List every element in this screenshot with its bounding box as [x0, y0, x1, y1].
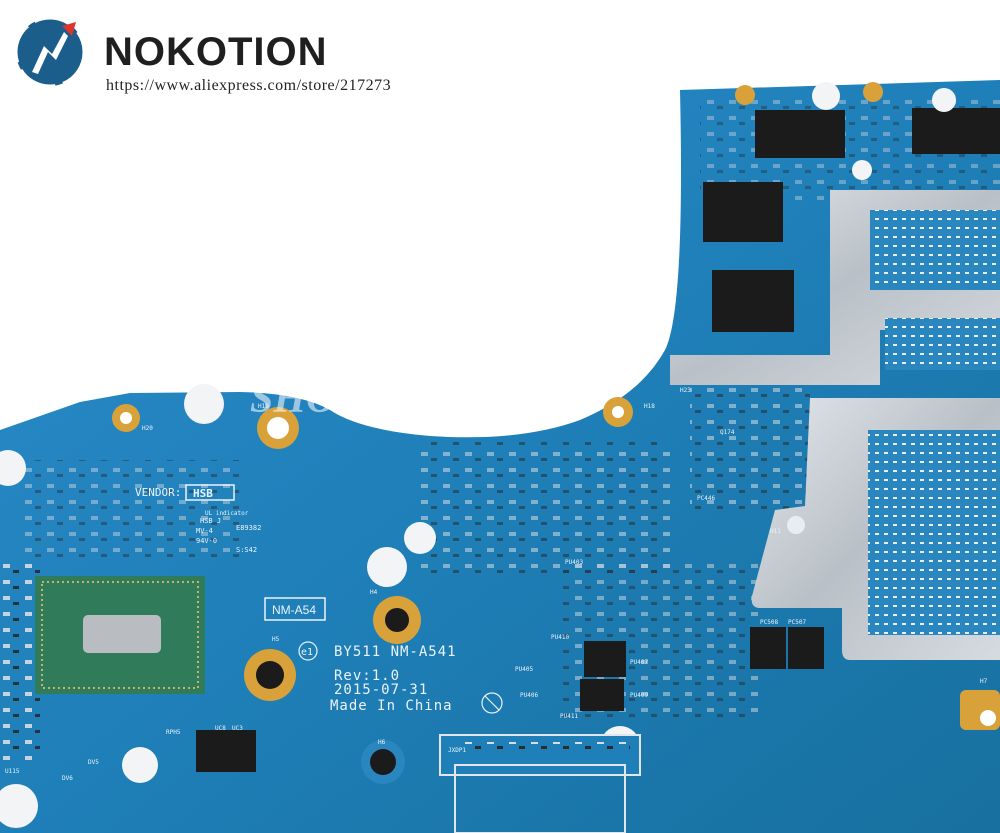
svg-text:PU406: PU406 [520, 692, 538, 699]
ul-line-4: 94V-0 [196, 537, 217, 545]
svg-text:PU403: PU403 [565, 559, 583, 566]
svg-text:PC507: PC507 [788, 619, 806, 626]
model-full: BY511 NM-A541 [334, 644, 457, 660]
brand-name: NOKOTION [104, 30, 328, 74]
brand-header: NOKOTION https://www.aliexpress.com/stor… [10, 12, 450, 102]
svg-text:PU407: PU407 [630, 659, 648, 666]
revision: Rev:1.0 [334, 668, 400, 684]
svg-text:U115: U115 [5, 768, 20, 775]
svg-text:PU405: PU405 [515, 666, 533, 673]
silkscreen: VENDOR: HSB UL indicator HSB J E89382 MV… [5, 387, 988, 782]
model-box: NM-A54 [272, 603, 316, 617]
date: 2015-07-31 [334, 682, 428, 698]
origin: Made In China [330, 698, 453, 714]
svg-text:UC8: UC8 [215, 725, 226, 732]
cpu-heatsink-bracket [751, 398, 1000, 660]
svg-text:H20: H20 [142, 425, 153, 432]
svg-text:H19: H19 [258, 403, 269, 410]
gpu-heatsink-bracket [670, 190, 1000, 385]
svg-text:PU409: PU409 [630, 692, 648, 699]
svg-text:DV6: DV6 [62, 775, 73, 782]
watermark: SHOP ID: 217273 [250, 376, 568, 422]
svg-text:H6: H6 [378, 739, 386, 746]
svg-text:H11: H11 [770, 528, 781, 535]
nokotion-logo [14, 16, 86, 88]
mounting-holes [112, 82, 1000, 784]
svg-text:H4: H4 [370, 589, 378, 596]
store-url: https://www.aliexpress.com/store/217273 [106, 77, 392, 94]
vendor-label: VENDOR: [135, 486, 181, 499]
svg-text:H5: H5 [272, 636, 280, 643]
ul-line-2: E89382 [236, 524, 261, 532]
e1-mark: e1 [301, 647, 313, 658]
ul-line-1: HSB J [200, 517, 221, 525]
ul-line-5: S:S42 [236, 546, 257, 554]
svg-text:H23: H23 [680, 387, 691, 394]
svg-text:H7: H7 [980, 678, 988, 685]
svg-text:JXDP1: JXDP1 [448, 747, 466, 754]
svg-text:H18: H18 [644, 403, 655, 410]
ul-line-3: MV-4 [196, 527, 213, 535]
bottom-connector [439, 734, 641, 833]
svg-text:DV5: DV5 [88, 759, 99, 766]
power-components [196, 627, 824, 772]
vendor-value: HSB [193, 487, 213, 500]
svg-text:PC508: PC508 [760, 619, 778, 626]
svg-text:RPH5: RPH5 [166, 729, 181, 736]
svg-text:PC446: PC446 [697, 495, 715, 502]
vram-chips [703, 108, 1000, 332]
svg-text:PU410: PU410 [551, 634, 569, 641]
svg-text:PU411: PU411 [560, 713, 578, 720]
svg-text:UC3: UC3 [232, 725, 243, 732]
pch-chip [35, 576, 205, 694]
ul-indicator: UL indicator [205, 510, 249, 517]
svg-text:Q174: Q174 [720, 429, 735, 436]
